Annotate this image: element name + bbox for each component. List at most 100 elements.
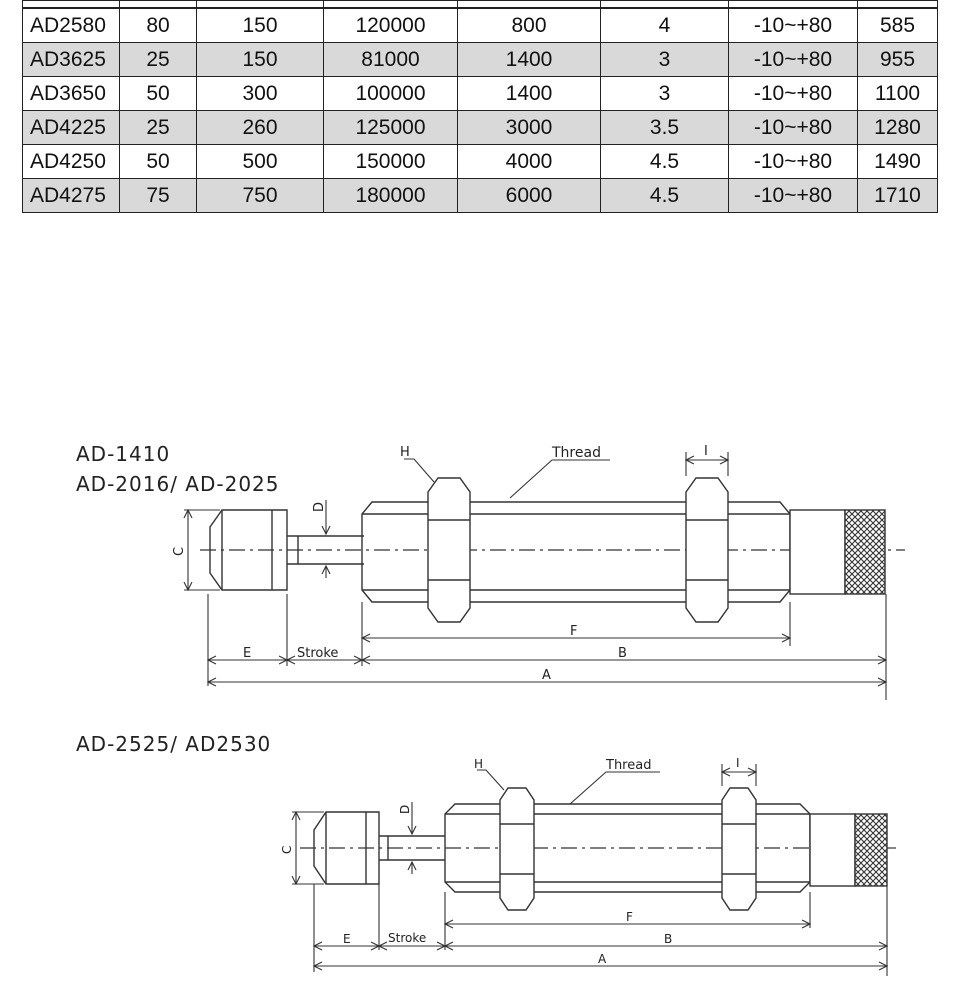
label-a: A [598, 952, 607, 966]
label-stroke: Stroke [388, 931, 426, 945]
label-h: H [474, 757, 483, 771]
table-cell: 4 [600, 7, 729, 43]
label-d: D [312, 502, 327, 512]
label-thread: Thread [551, 445, 601, 461]
shock-absorber-drawing-2: D C H Thread [280, 756, 900, 976]
table-cell: -10~+80 [728, 7, 858, 43]
table-cell: 3.5 [600, 110, 729, 145]
dim-d [407, 802, 417, 874]
cap [209, 509, 288, 591]
model-cell [22, 0, 120, 9]
table-cell [323, 0, 458, 9]
nut-right [685, 477, 729, 623]
nut-left [499, 787, 535, 911]
label-a: A [542, 668, 551, 683]
table-cell [728, 0, 858, 9]
dims-bottom [206, 594, 888, 700]
table-cell: 180000 [323, 178, 458, 213]
label-i: I [704, 444, 708, 459]
label-e: E [243, 646, 251, 661]
table-cell: 4.5 [600, 144, 729, 179]
table-cell: -10~+80 [728, 178, 858, 213]
nut-right [721, 787, 757, 911]
table-cell [119, 0, 197, 9]
model-cell: AD4275 [22, 178, 120, 213]
leader-thread [509, 459, 610, 499]
table-cell: 150 [196, 7, 324, 43]
table-cell: 81000 [323, 42, 458, 77]
table-cell: 3000 [457, 110, 601, 145]
table-cell: -10~+80 [728, 110, 858, 145]
dim-d [321, 500, 331, 578]
label-i: I [736, 756, 740, 770]
table-cell: 1400 [457, 76, 601, 111]
label-c: C [280, 846, 294, 854]
leader-h [477, 769, 505, 791]
table-cell: 75 [119, 178, 197, 213]
table-cell: 1710 [857, 178, 938, 213]
table-cell: 25 [119, 42, 197, 77]
table-cell [457, 0, 601, 9]
label-e: E [343, 932, 351, 946]
table-row [22, 0, 938, 9]
table-cell: 260 [196, 110, 324, 145]
leader-thread [569, 771, 660, 805]
model-cell: AD2580 [22, 7, 120, 43]
table-cell: -10~+80 [728, 42, 858, 77]
table-cell: 150 [196, 42, 324, 77]
label-thread: Thread [605, 758, 651, 773]
table-cell: 500 [196, 144, 324, 179]
table-cell: 4000 [457, 144, 601, 179]
table-cell: 3 [600, 42, 729, 77]
table-cell: 50 [119, 76, 197, 111]
label-stroke: Stroke [297, 646, 338, 661]
table-cell: 1280 [857, 110, 938, 145]
leader-h [404, 458, 435, 483]
table-cell [600, 0, 729, 9]
dim-i [720, 764, 758, 786]
table-cell: 6000 [457, 178, 601, 213]
table-cell [196, 0, 324, 9]
table-cell: 150000 [323, 144, 458, 179]
label-f: F [570, 624, 577, 639]
table-cell: -10~+80 [728, 76, 858, 111]
knurled-end [854, 813, 888, 887]
knurled-end [844, 509, 886, 595]
dims-bottom [312, 884, 889, 976]
piston-rod [379, 835, 445, 861]
model-label-ad2016-ad2025: AD-2016/ AD-2025 [76, 472, 280, 496]
table-cell: 100000 [323, 76, 458, 111]
end-cap [809, 813, 856, 887]
model-cell: AD4250 [22, 144, 120, 179]
table-cell: 50 [119, 144, 197, 179]
label-b: B [664, 932, 672, 946]
shock-absorber-drawing-1: D C H [172, 444, 905, 700]
table-cell: 120000 [323, 7, 458, 43]
dim-i [684, 452, 730, 476]
label-c: C [172, 547, 187, 556]
model-cell: AD3625 [22, 42, 120, 77]
end-cap [789, 509, 846, 595]
table-cell [857, 0, 938, 9]
dim-c [291, 810, 324, 886]
table-cell: 1490 [857, 144, 938, 179]
model-cell: AD4225 [22, 110, 120, 145]
table-cell: 25 [119, 110, 197, 145]
table-cell: 125000 [323, 110, 458, 145]
model-label-ad2525-ad2530: AD-2525/ AD2530 [76, 732, 272, 756]
model-cell: AD3650 [22, 76, 120, 111]
table-cell: 3 [600, 76, 729, 111]
table-cell: -10~+80 [728, 144, 858, 179]
table-cell: 585 [857, 7, 938, 43]
table-cell: 80 [119, 7, 197, 43]
table-cell: 4.5 [600, 178, 729, 213]
table-cell: 1400 [457, 42, 601, 77]
